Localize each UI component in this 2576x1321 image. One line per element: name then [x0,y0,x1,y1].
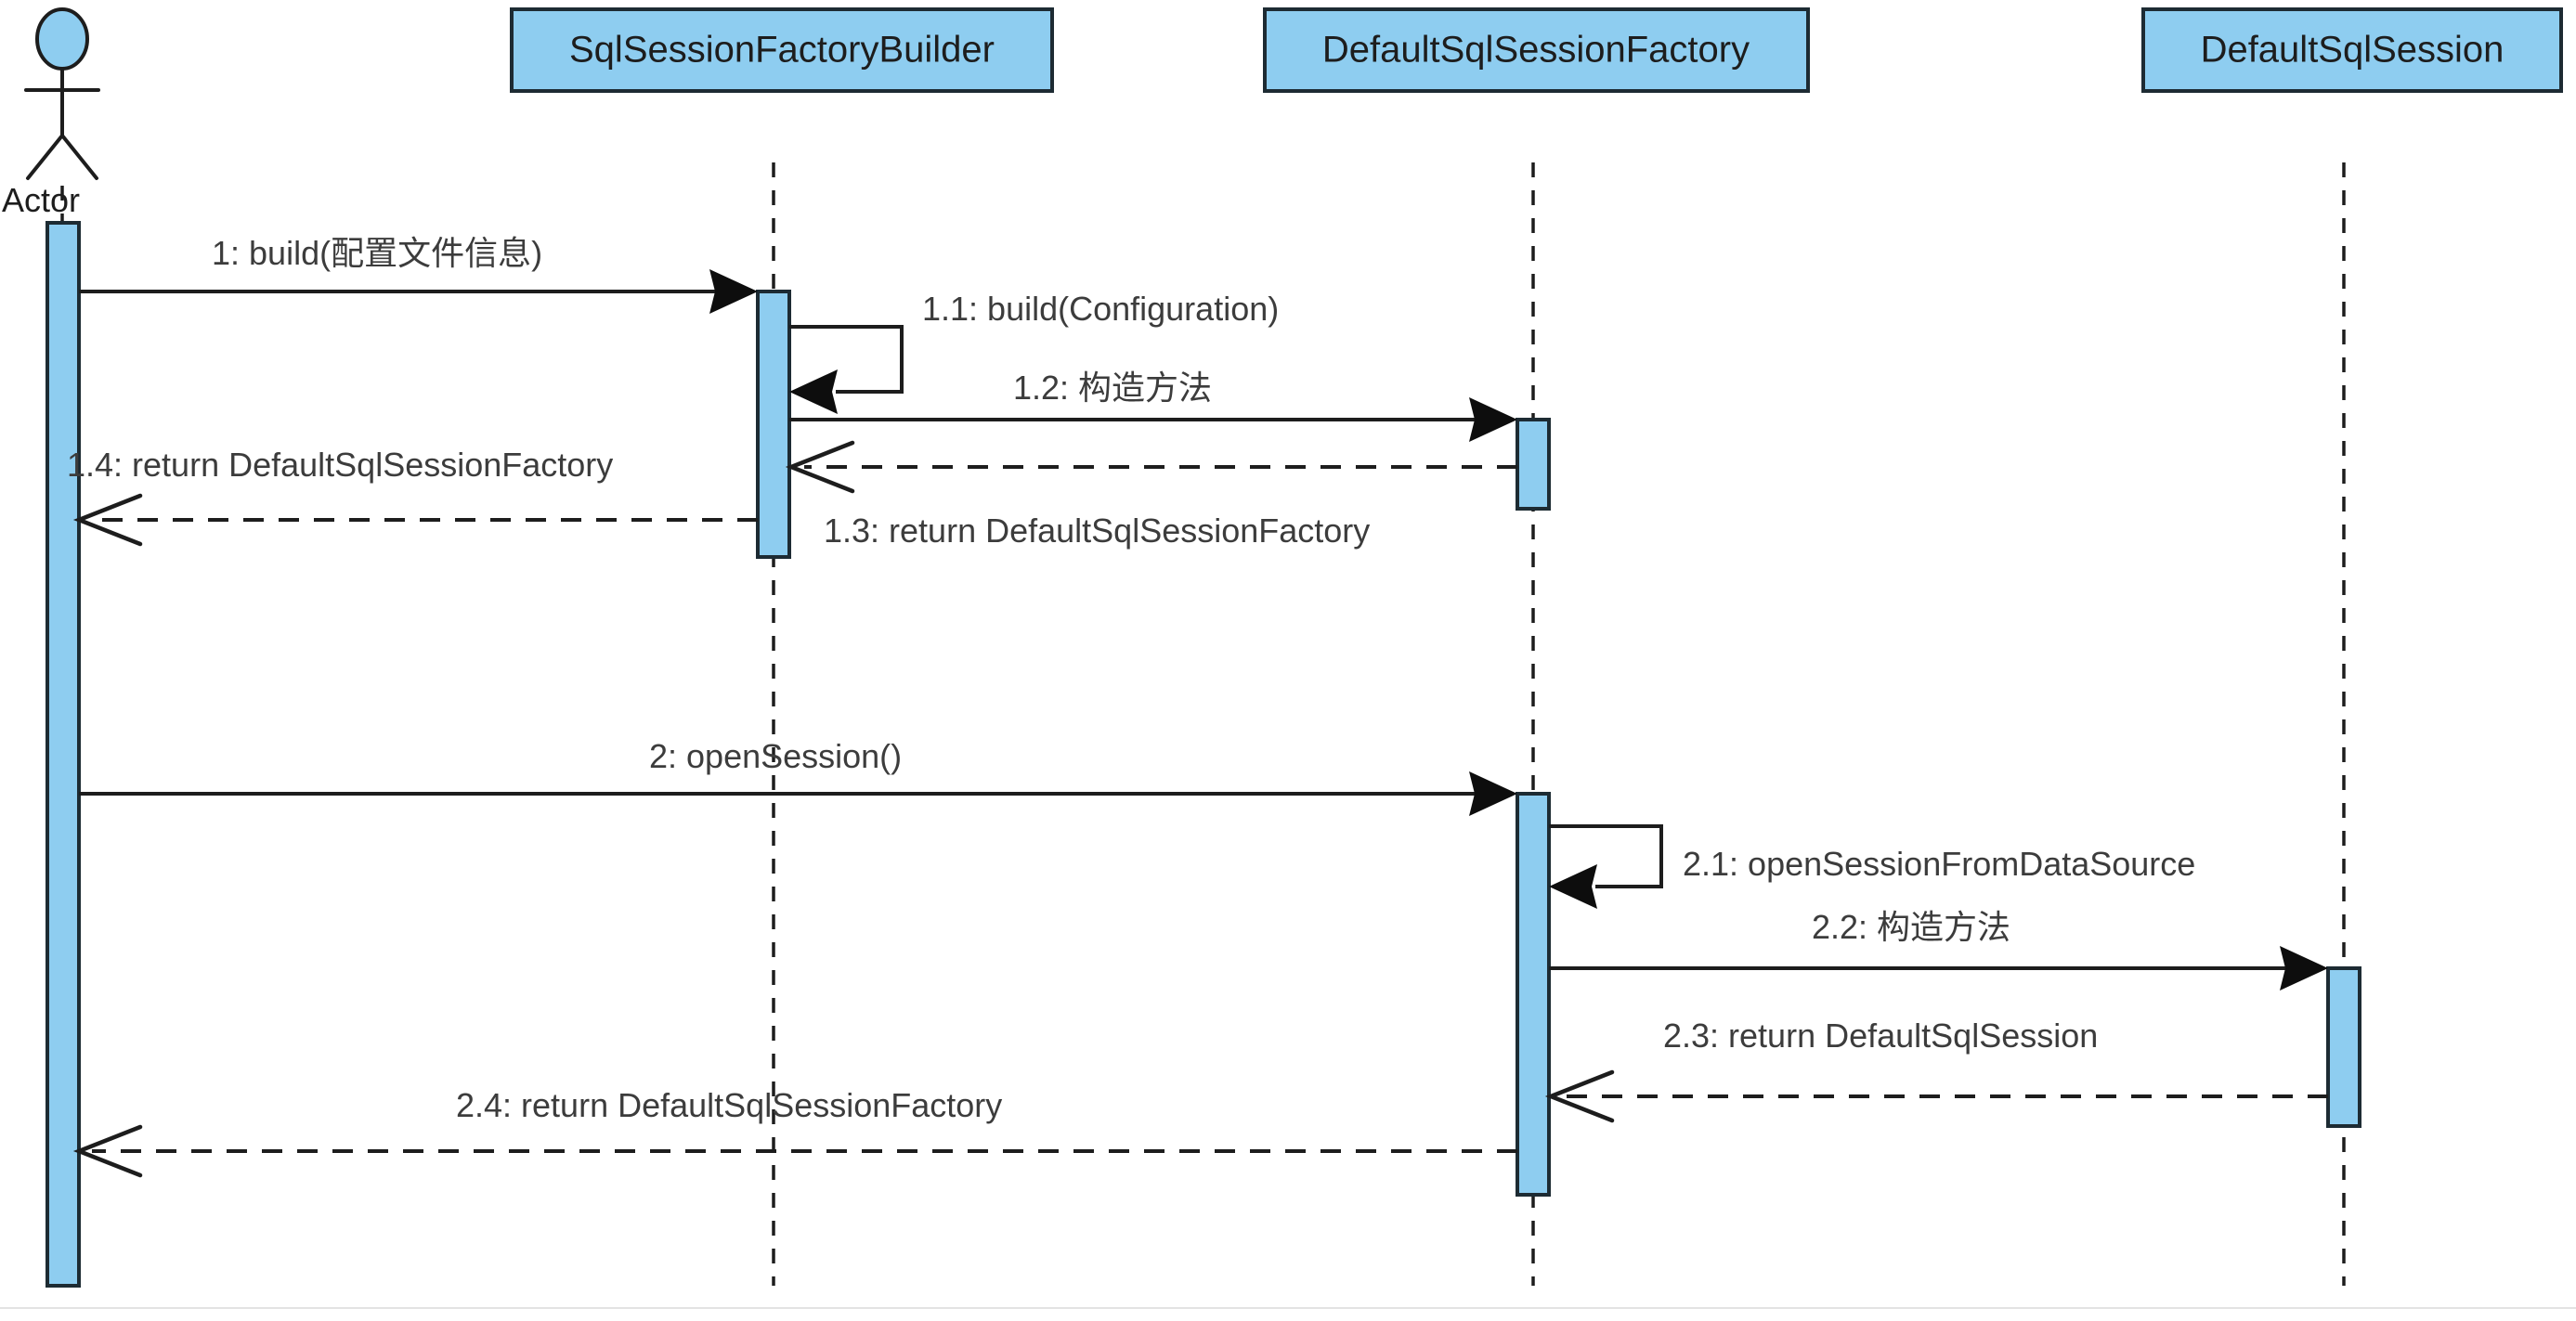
message-1-1-label: 1.1: build(Configuration) [922,290,1279,328]
message-1-1-line [789,325,904,394]
activation-actor [46,221,81,1288]
message-2-2-label: 2.2: 构造方法 [1812,908,2010,946]
message-1-3-arrowhead [785,440,855,494]
message-1-3-label: 1.3: return DefaultSqlSessionFactory [824,512,1370,550]
participant-label-factory: DefaultSqlSessionFactory [1322,30,1750,71]
lifelines [60,162,2346,1286]
message-2-4-label: 2.4: return DefaultSqlSessionFactory [456,1086,1002,1124]
actor-head-icon [35,7,89,71]
actor-right-leg [60,134,98,180]
message-2-1[interactable]: 2.1: openSessionFromDataSource [1549,824,2195,909]
message-1-2[interactable]: 1.2: 构造方法 [789,369,1517,442]
message-2-4[interactable]: 2.4: return DefaultSqlSessionFactory [72,1086,1517,1178]
message-2-3-arrowhead [1544,1069,1615,1123]
message-2-4-arrowhead [72,1124,143,1178]
message-2-3-label: 2.3: return DefaultSqlSession [1663,1017,2098,1055]
participant-label-builder: SqlSessionFactoryBuilder [569,30,995,71]
message-2-1-arrowhead [1549,864,1597,909]
message-1-1-arrowhead [789,369,838,414]
message-2-arrowhead [1469,771,1517,816]
activation-factory-1 [1516,418,1551,511]
actor-left-leg [26,134,64,180]
message-1[interactable]: 1: build(配置文件信息) [79,234,758,314]
message-1-4[interactable]: 1.4: return DefaultSqlSessionFactory [67,446,758,547]
activation-session [2326,966,2361,1128]
message-2-2-arrowhead [2280,946,2328,991]
activation-builder [756,290,791,559]
actor-figure: Actor [2,7,100,219]
message-1-arrowhead [709,269,758,314]
message-1-1[interactable]: 1.1: build(Configuration) [789,290,1279,414]
message-1-3[interactable]: 1.3: return DefaultSqlSessionFactory [785,440,1517,550]
message-2-2[interactable]: 2.2: 构造方法 [1549,908,2328,991]
message-2-1-label: 2.1: openSessionFromDataSource [1683,845,2195,883]
message-2-1-line [1549,824,1663,888]
actor-label: Actor [2,181,80,219]
activation-bars [46,221,2361,1288]
message-1-4-label: 1.4: return DefaultSqlSessionFactory [67,446,613,484]
participant-box-builder[interactable] [510,7,1054,93]
message-1-2-label: 1.2: 构造方法 [1013,369,1212,407]
participant-header-factory[interactable]: DefaultSqlSessionFactory [1263,7,1810,93]
message-1-4-arrowhead [72,493,143,547]
message-2-label: 2: openSession() [649,737,902,775]
participant-header-session[interactable]: DefaultSqlSession [2141,7,2563,93]
message-1-2-arrowhead [1469,397,1517,442]
participant-label-session: DefaultSqlSession [2201,30,2504,71]
message-2-3[interactable]: 2.3: return DefaultSqlSession [1544,1017,2328,1123]
participant-box-session[interactable] [2141,7,2563,93]
participant-header-builder[interactable]: SqlSessionFactoryBuilder [510,7,1054,93]
message-2[interactable]: 2: openSession() [79,737,1517,816]
activation-factory-2 [1516,792,1551,1197]
participant-box-factory[interactable] [1263,7,1810,93]
message-1-label: 1: build(配置文件信息) [212,234,542,272]
